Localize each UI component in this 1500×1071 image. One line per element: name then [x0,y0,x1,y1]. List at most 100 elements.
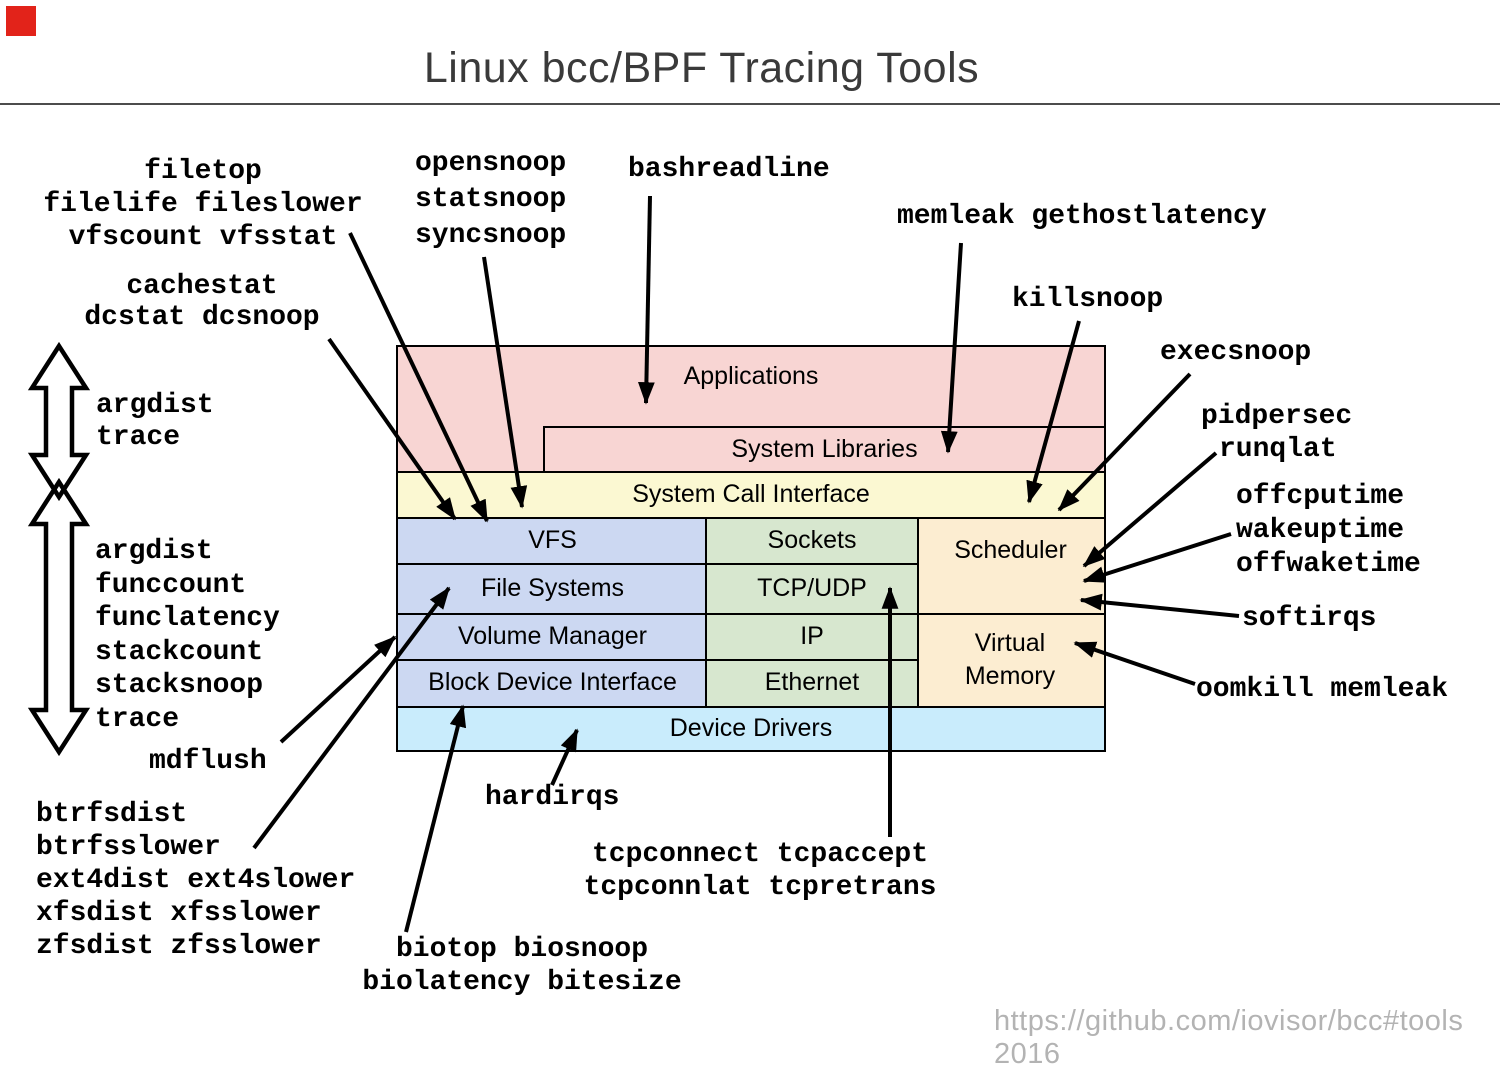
argdist-kernel-group-line: funclatency [95,603,280,634]
block-device-interface-label: Block Device Interface [428,668,677,696]
ethernet-label: Ethernet [764,668,860,696]
volume-manager-label: Volume Manager [457,621,647,650]
red-corner-marker [6,6,36,36]
applications-label: Applications [683,361,819,390]
argdist-kernel-group-line: argdist [95,536,213,567]
grid-top-line [398,517,1104,519]
opensnoop-group: opensnoop statsnoop syncsnoop [415,146,566,254]
fs-tools-group-line: xfsdist xfsslower [36,898,322,929]
footer-url: https://github.com/iovisor/bcc#tools 201… [994,1005,1464,1070]
row-line-scheduler-bottom [398,613,1104,615]
virtual-memory-label: Virtual Memory [964,628,1056,690]
killsnoop-line: killsnoop [1012,284,1164,315]
runqlat: runqlat [1219,433,1337,466]
offcputime-group-line: offcputime [1236,481,1405,512]
layer-ip: IP [707,613,917,659]
opensnoop-group-line: syncsnoop [415,220,567,251]
sockets-label: Sockets [767,525,857,554]
argdist-kernel-group-line: trace [95,703,180,735]
offcputime-group-line: wakeuptime [1236,515,1405,546]
file-systems-label: File Systems [480,573,625,602]
execsnoop: execsnoop [1160,336,1311,369]
bashreadline: bashreadline [628,153,830,186]
layer-applications: Applications [398,361,1104,391]
softirqs-line: softirqs [1242,603,1377,634]
user-level-span-arrow-fill [32,346,86,497]
page-title: Linux bcc/BPF Tracing Tools [423,44,980,92]
layer-block-device-interface: Block Device Interface [398,659,707,706]
layer-sockets: Sockets [707,517,917,563]
layer-virtual-memory: Virtual Memory [935,613,1085,706]
hardirqs-line: hardirqs [485,782,620,813]
layer-volume-manager: Volume Manager [398,613,707,659]
column-divider-left [705,517,707,708]
fs-tools-group-line: btrfsslower [36,832,221,863]
vfs-label: VFS [528,525,577,554]
pidpersec: pidpersec [1201,400,1352,433]
scheduler-label: Scheduler [954,535,1067,564]
offcputime-group-line: offwaketime [1236,549,1421,580]
title-divider [0,103,1500,105]
mdflush: mdflush [149,745,267,778]
column-divider-right [917,517,919,708]
pidpersec-line: pidpersec [1201,401,1353,432]
scheduler-column-bg [917,517,1104,707]
layer-syscall-interface: System Call Interface [398,471,1104,517]
argdist-kernel-group-line: stackcount [95,636,264,668]
system-libraries-label: System Libraries [731,435,918,463]
kernel-stack-diagram: System Libraries Applications System Cal… [396,345,1106,752]
cachestat-group-line: cachestat [126,271,278,302]
layer-tcp-udp: TCP/UDP [707,563,917,613]
fs-tools-group-line: zfsdist zfsslower [36,931,322,962]
argdist-kernel-group-line: stacksnoop [95,670,264,701]
layer-file-systems: File Systems [398,563,707,613]
layer-system-libraries: System Libraries [543,426,1104,471]
argdist-trace-user-line: argdist [96,390,214,421]
arrow-mdflush-to-volumemanager [279,635,397,744]
syscall-interface-label: System Call Interface [632,479,870,508]
oomkill-memleak-line: oomkill memleak [1196,674,1449,705]
ip-label: IP [800,621,824,650]
mdflush-line: mdflush [149,746,267,777]
tcp-tools-group-line: tcpconnect tcpaccept [591,839,929,870]
filetop-group-line: filelife fileslower [43,189,363,220]
row-line-vfs-bottom [398,563,919,565]
arrow-offcputime-to-scheduler [1082,532,1232,583]
tcp-udp-label: TCP/UDP [757,573,867,602]
oomkill-memleak: oomkill memleak [1196,673,1448,706]
bio-tools-group-line: biolatency bitesize [362,967,682,998]
tcp-tools-group-line: tcpconnlat tcpretrans [583,872,937,903]
layer-device-drivers: Device Drivers [398,706,1104,750]
opensnoop-group-line: statsnoop [415,184,567,215]
row-line-volmgr-bottom [398,659,919,661]
network-column-bg [707,517,917,707]
hardirqs: hardirqs [485,781,619,814]
execsnoop-line: execsnoop [1160,337,1312,368]
fs-tools-group-line: btrfsdist [36,799,188,830]
memleak-gethostlatency: memleak gethostlatency [897,200,1267,233]
opensnoop-group-line: opensnoop [415,148,567,179]
layer-ethernet: Ethernet [707,659,917,706]
filetop-group-line: vfscount vfsstat [68,222,338,253]
argdist-trace-user-line: trace [96,422,181,453]
kernel-level-span-arrow-fill [32,482,86,752]
filetop-group-line: filetop [144,156,262,187]
bashreadline-line: bashreadline [628,154,830,185]
runqlat-line: runqlat [1219,434,1337,465]
argdist-kernel-group-line: funccount [95,569,247,601]
killsnoop: killsnoop [1012,283,1163,316]
cachestat-group-line: dcstat dcsnoop [84,302,320,333]
kernel-level-span-arrow [27,477,91,757]
bio-tools-group-line: biotop biosnoop [395,934,649,965]
fs-tools-group-line: ext4dist ext4slower [36,865,356,896]
memleak-gethostlatency-line: memleak gethostlatency [897,201,1267,232]
device-drivers-band [398,706,1104,750]
softirqs: softirqs [1242,602,1376,635]
